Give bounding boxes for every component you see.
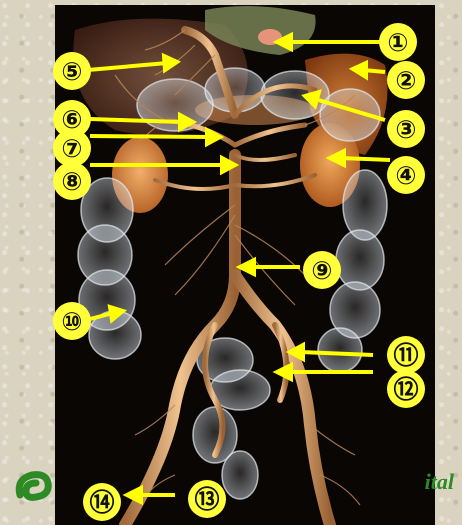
label-8: ⑧ bbox=[55, 164, 89, 198]
hospital-name-watermark: ital bbox=[425, 469, 454, 495]
label-13: ⑬ bbox=[190, 482, 224, 516]
label-1: ① bbox=[381, 25, 415, 59]
label-11: ⑪ bbox=[389, 338, 423, 372]
label-2: ② bbox=[389, 63, 423, 97]
hospital-logo bbox=[12, 465, 58, 511]
label-7: ⑦ bbox=[55, 131, 89, 165]
label-14: ⑭ bbox=[85, 485, 119, 519]
label-12: ⑫ bbox=[389, 372, 423, 406]
label-9: ⑨ bbox=[305, 253, 339, 287]
label-5: ⑤ bbox=[55, 54, 89, 88]
label-3: ③ bbox=[389, 112, 423, 146]
ct-angiogram-image bbox=[55, 5, 435, 525]
label-10: ⑩ bbox=[55, 304, 89, 338]
label-4: ④ bbox=[389, 158, 423, 192]
